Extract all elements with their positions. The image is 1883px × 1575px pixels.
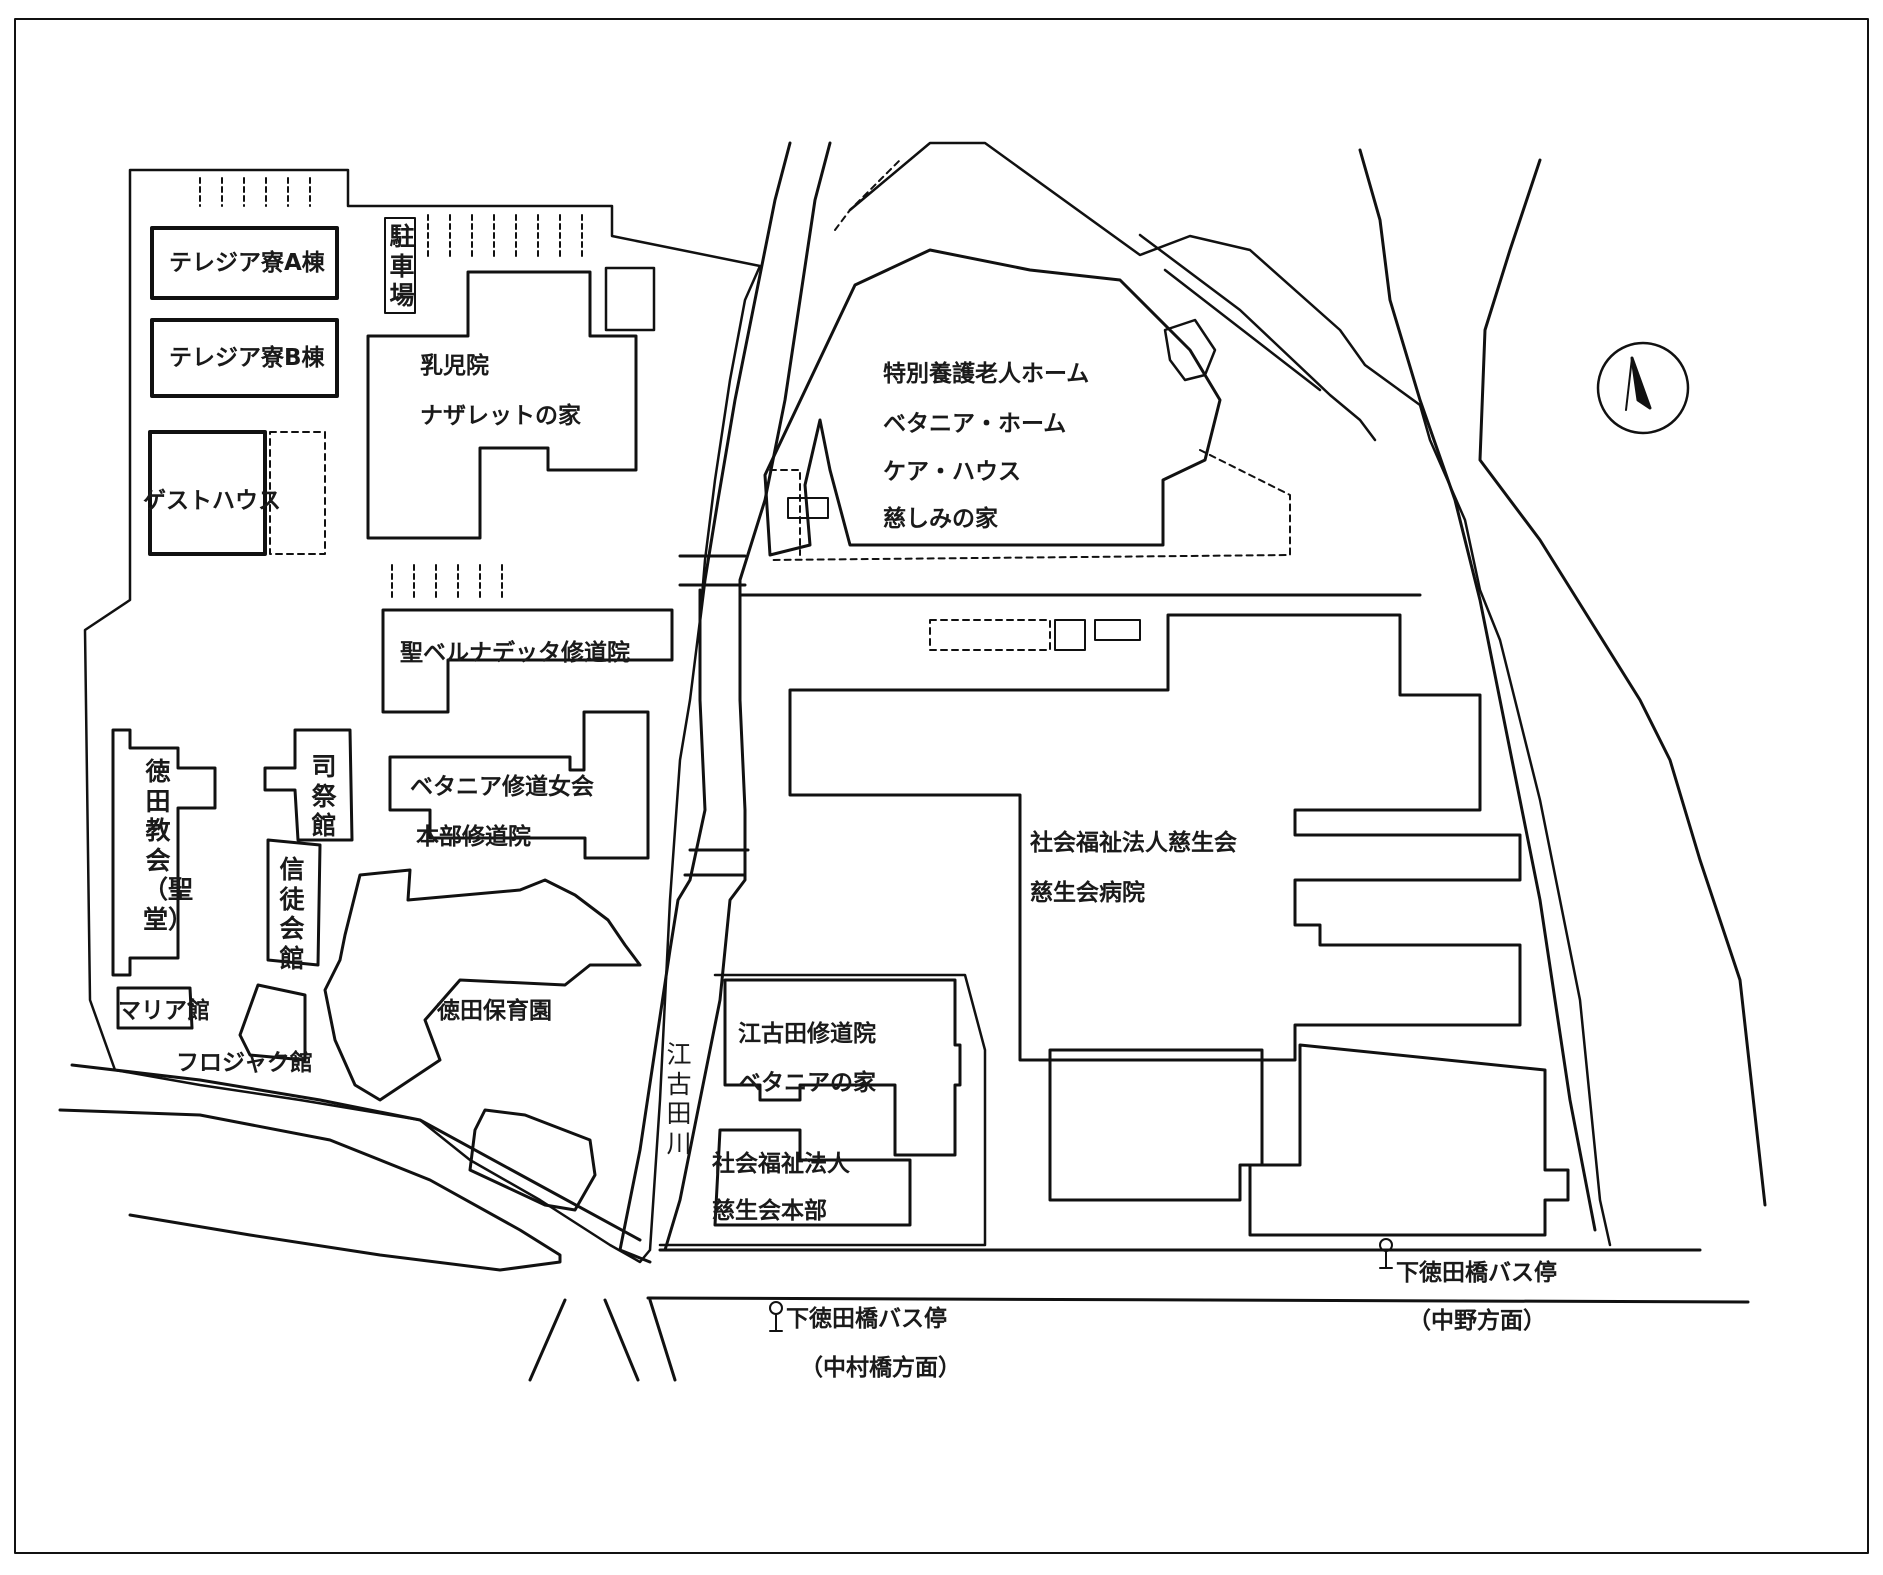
bus-stop-east-name: 下徳田橋バス停	[1396, 1260, 1557, 1286]
bus-stop-south-name: 下徳田橋バス停	[786, 1306, 947, 1332]
bus-stop-east-direction: （中野方面）	[1408, 1308, 1546, 1334]
itsukushimi-label: 慈しみの家	[883, 506, 998, 532]
shisaikan-block	[263, 728, 354, 842]
hospital-south-east-block	[1248, 1043, 1570, 1237]
egota-convent-label: 江古田修道院	[738, 1021, 876, 1047]
bethania-house-label: ベタニアの家	[738, 1070, 876, 1096]
river-west-bank-south	[618, 588, 707, 1264]
nursing-home-dashed-area	[769, 449, 1291, 561]
hospital-label: 慈生会病院	[1030, 880, 1145, 906]
theresia-b-block	[150, 318, 339, 398]
maria-kan-block	[116, 986, 194, 1030]
nursery-label: 徳田保育園	[437, 998, 552, 1024]
care-house-label: ケア・ハウス	[883, 459, 1021, 485]
guesthouse-annex	[269, 431, 326, 555]
east-road-west-edge	[1358, 148, 1597, 1232]
shisaikan-label: 司祭館	[311, 752, 337, 840]
nursing-home-entry	[787, 497, 829, 519]
theresia-a-block	[150, 226, 339, 300]
nursing-home-dashed-ne	[834, 142, 986, 231]
north-bridge	[678, 554, 747, 587]
hospital-small-box	[1054, 619, 1086, 651]
bethania-sisters-label: ベタニア修道女会	[410, 774, 594, 800]
shintokaikan-label: 信徒会館	[279, 855, 305, 973]
south-street-right	[648, 1298, 677, 1382]
hq-corp-label: 社会福祉法人	[712, 1151, 850, 1177]
south-street-left	[528, 1298, 567, 1382]
north-arrow-icon	[1596, 341, 1690, 435]
road-west-south-edge	[58, 1108, 562, 1272]
river-east-bank	[663, 141, 832, 1252]
mariakan-label: マリア館	[118, 998, 210, 1024]
church-block	[111, 728, 217, 977]
hq-name-label: 慈生会本部	[712, 1198, 827, 1224]
east-road-east-edge	[1478, 158, 1767, 1207]
bus-stop-south-direction: （中村橋方面）	[800, 1355, 961, 1381]
south-bridge	[683, 848, 750, 877]
flojakkan-label: フロジャク館	[176, 1050, 313, 1076]
bethania-home-label: ベタニア・ホーム	[883, 411, 1067, 437]
parking-block	[384, 217, 416, 314]
bus-stop-icon-east	[1379, 1238, 1393, 1269]
river-west-bank	[698, 141, 792, 622]
road-west-north-edge	[70, 1063, 642, 1242]
northeast-site-outline	[848, 141, 1612, 1247]
jiseikai-hq-block	[713, 1128, 912, 1227]
parking-top	[199, 177, 583, 599]
parking-label: 駐車場	[389, 222, 415, 310]
hospital-south-west-block	[1048, 1048, 1264, 1202]
nursery-block	[323, 868, 642, 1102]
main-road-south-edge	[646, 1296, 1750, 1304]
guesthouse-label: ゲストハウス	[143, 488, 281, 514]
corp-name-label: 社会福祉法人慈生会	[1030, 830, 1237, 856]
bethania-convent-block	[388, 710, 650, 860]
small-shed	[604, 266, 656, 332]
south-street-mid	[603, 1298, 640, 1382]
egota-site-outline	[658, 973, 987, 1247]
bus-stop-icon-south	[769, 1301, 783, 1332]
nursing-home-outline	[763, 248, 1222, 557]
map-frame	[14, 18, 1869, 1554]
hospital-small-box-2	[1094, 619, 1141, 641]
bernadette-label: 聖ベルナデッタ修道院	[400, 640, 630, 666]
honbu-convent-label: 本部修道院	[416, 824, 531, 850]
nyujiin-label: 乳児院	[420, 353, 489, 379]
shintokaikan-block	[266, 838, 322, 967]
west-site-outline	[83, 168, 762, 1264]
nursery-annex	[468, 1108, 597, 1212]
flojac-block	[238, 983, 307, 1062]
nursing-home-side-block	[1138, 233, 1377, 442]
hospital-dashed-annex	[929, 619, 1051, 651]
church-label: 徳田教会（聖堂）	[143, 757, 194, 934]
nazareth-block	[366, 270, 638, 540]
river-label: 江古田川	[666, 1040, 692, 1158]
nursing-home-label: 特別養護老人ホーム	[883, 361, 1090, 387]
theresia-b-label: テレジア寮B棟	[169, 345, 325, 371]
guesthouse-block	[148, 430, 267, 556]
nursing-home-small-building	[1163, 318, 1217, 382]
nazareth-label: ナザレットの家	[420, 403, 581, 429]
hospital-block	[788, 613, 1522, 1062]
bernadette-block	[381, 608, 674, 714]
theresia-a-label: テレジア寮A棟	[169, 250, 325, 276]
egota-convent-block	[723, 978, 962, 1157]
